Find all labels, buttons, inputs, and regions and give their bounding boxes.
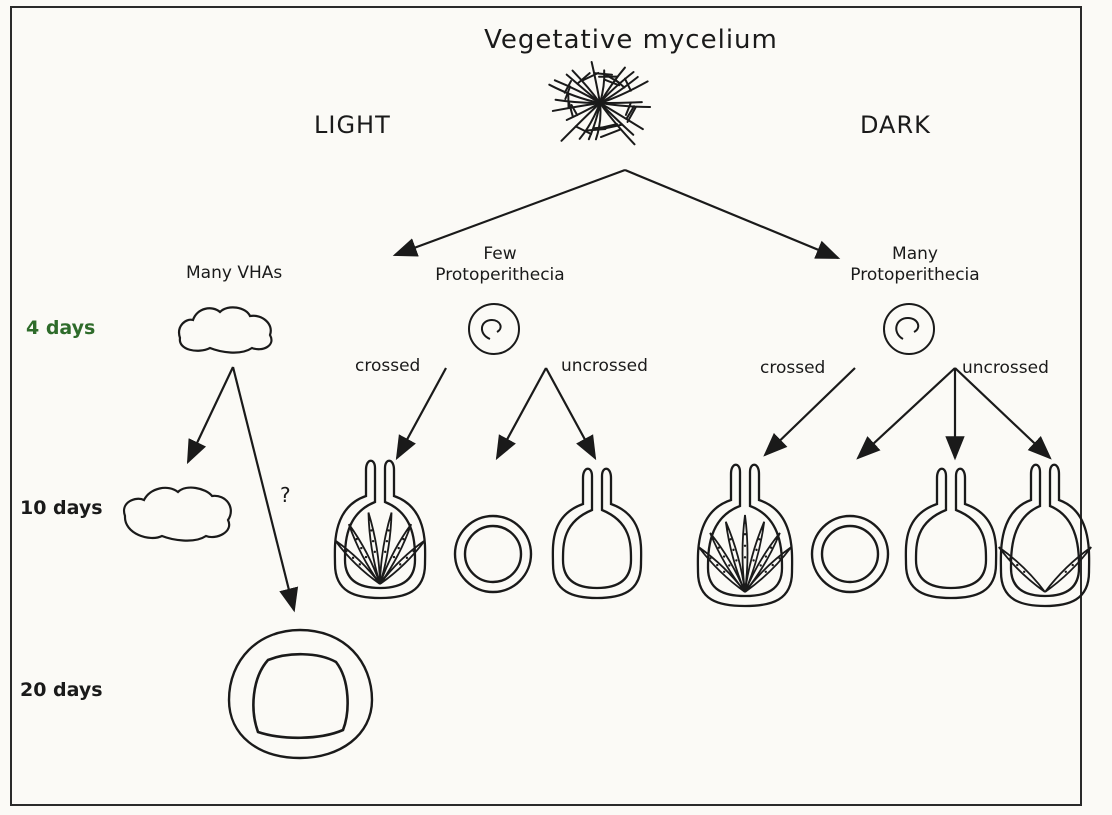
label-dark-uncrossed: uncrossed <box>962 359 1049 379</box>
branch-many-line1: Many <box>892 245 938 265</box>
mycelium-title: Vegetative mycelium <box>484 26 778 56</box>
arrow-dark-uncrossed-a <box>858 368 955 458</box>
arrow-dark-crossed <box>765 368 855 455</box>
perithecium-few-asci-dark <box>999 465 1091 606</box>
branch-vhas: Many VHAs <box>186 264 282 284</box>
time-20-days: 20 days <box>20 680 103 702</box>
branch-few-line1: Few <box>483 245 516 265</box>
protoperithecium-light <box>469 304 519 354</box>
mycelium-drawing <box>549 62 650 144</box>
arrow-vha-to-10d <box>188 367 233 462</box>
perithecium-empty-dark <box>906 469 996 598</box>
uncertain-mark: ? <box>280 484 291 507</box>
time-4-days: 4 days <box>26 318 95 340</box>
arrow-to-light <box>395 170 625 255</box>
label-dark-crossed: crossed <box>760 359 825 379</box>
arrow-light-uncrossed-a <box>497 368 546 458</box>
protoperithecium-arrested-dark <box>812 516 888 592</box>
vha-blob-4d <box>179 307 271 352</box>
label-light-crossed: crossed <box>355 357 420 377</box>
arrow-dark-uncrossed-c <box>955 368 1050 458</box>
vha-blob-10d <box>124 488 231 541</box>
arrow-light-uncrossed-b <box>546 368 595 458</box>
protoperithecium-dark <box>884 304 934 354</box>
vha-core-20d <box>253 654 347 738</box>
label-light-uncrossed: uncrossed <box>561 357 648 377</box>
perithecium-fertile-light <box>335 461 425 598</box>
condition-light: LIGHT <box>314 112 391 140</box>
branch-many-line2: Protoperithecia <box>850 266 979 286</box>
time-10-days: 10 days <box>20 498 103 520</box>
arrow-light-crossed <box>397 368 446 458</box>
branch-few-line2: Protoperithecia <box>435 266 564 286</box>
perithecium-empty-light <box>553 469 641 598</box>
perithecium-fertile-dark <box>698 465 792 606</box>
arrow-to-dark <box>625 170 838 258</box>
protoperithecium-arrested-light <box>455 516 531 592</box>
condition-dark: DARK <box>860 112 931 140</box>
